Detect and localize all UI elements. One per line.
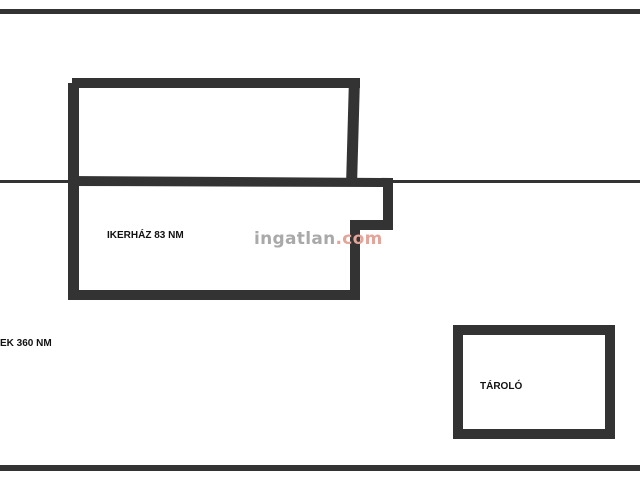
watermark-part1: ingatlan xyxy=(254,229,336,249)
watermark: ingatlan.com xyxy=(254,229,383,249)
divider-line-right xyxy=(390,180,640,183)
storage-building xyxy=(453,325,615,439)
watermark-part2: .com xyxy=(335,229,383,249)
house-lower-section xyxy=(68,176,393,300)
plot-bottom-boundary xyxy=(0,465,640,471)
house-upper-section xyxy=(68,78,360,299)
house-label: IKERHÁZ 83 NM xyxy=(107,230,184,241)
divider-line-left xyxy=(0,180,70,183)
plot-area-label: EK 360 NM xyxy=(0,338,52,349)
storage-label: TÁROLÓ xyxy=(480,381,523,392)
plot-top-boundary xyxy=(0,9,640,14)
